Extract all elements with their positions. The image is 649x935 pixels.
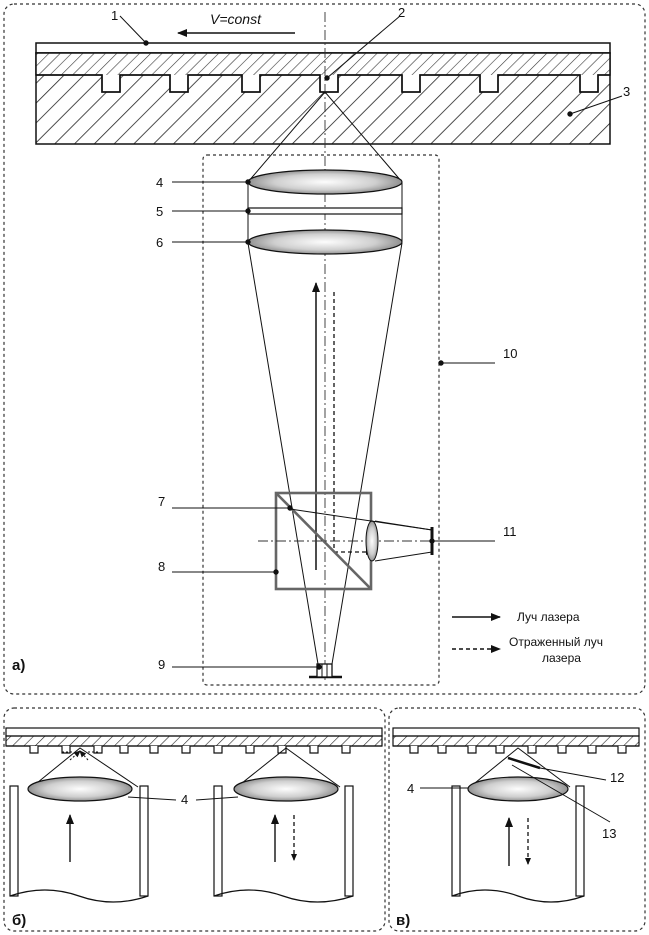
panel-v: 12 13 4 в) (388, 707, 646, 932)
focus-cone (247, 91, 403, 183)
legend-reflected-label-1: Отраженный луч (509, 635, 603, 649)
panel-v-label: в) (396, 912, 410, 929)
panel-a-label: а) (12, 657, 25, 674)
label-1: 1 (111, 8, 118, 23)
panel-b-frame (3, 707, 386, 932)
panel-a: V=const (3, 3, 646, 695)
panel-b: 4 б) (3, 707, 386, 932)
optical-head-housing (202, 154, 440, 686)
label-8: 8 (158, 559, 165, 574)
detector-lens (365, 520, 379, 562)
label-4: 4 (156, 175, 163, 190)
lens-b-left (27, 776, 133, 802)
label-10: 10 (503, 346, 517, 361)
lens-b-right (233, 776, 339, 802)
label-12: 12 (610, 770, 624, 785)
legend: Луч лазера Отраженный луч лазера (452, 610, 603, 665)
objective-lens (247, 169, 403, 195)
panel-b-label: б) (12, 912, 26, 929)
label-9: 9 (158, 657, 165, 672)
label-11: 11 (503, 524, 517, 539)
collimator-lens (247, 229, 403, 255)
laser-diode (309, 663, 342, 679)
panel-v-frame (388, 707, 646, 932)
protective-plate (247, 207, 403, 215)
disc-protective-layer (35, 42, 611, 54)
disc (35, 42, 611, 145)
label-5: 5 (156, 204, 163, 219)
panel-a-frame (3, 3, 646, 695)
callouts (119, 15, 623, 670)
label-13: 13 (602, 826, 616, 841)
legend-laser-label: Луч лазера (517, 610, 580, 624)
label-4-b: 4 (181, 792, 188, 807)
label-6: 6 (156, 235, 163, 250)
label-7: 7 (158, 494, 165, 509)
label-2: 2 (398, 5, 405, 20)
legend-reflected-label-2: лазера (542, 651, 581, 665)
velocity-label: V=const (210, 11, 262, 27)
label-4-v: 4 (407, 781, 414, 796)
label-3: 3 (623, 84, 630, 99)
